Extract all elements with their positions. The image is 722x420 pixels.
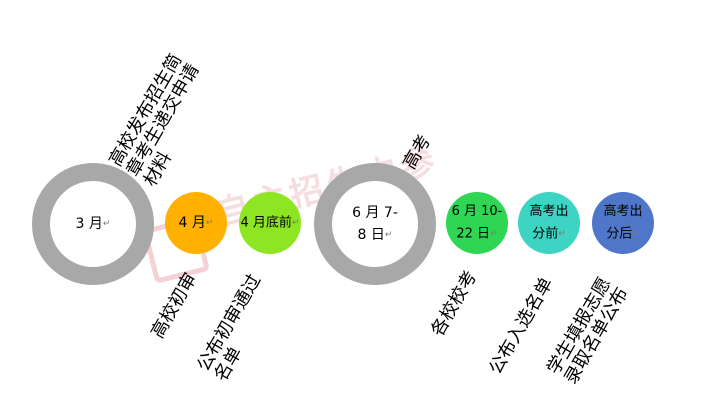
node-4-month-end: 4 月底前↵ [239, 192, 301, 254]
return-mark-icon: ↵ [102, 219, 111, 229]
label-below-school-exam: 各校校考 [427, 267, 482, 340]
node-6-month-10-22: 6 月 10- 22 日↵ [446, 192, 508, 254]
return-mark-icon: ↵ [490, 228, 498, 239]
node-label: 3 月 [75, 216, 103, 232]
node-after-score: 高考出 分后↵ [592, 192, 654, 254]
return-mark-icon: ↵ [384, 230, 393, 240]
label-above-brochure: 高校发布招生简 章考生递交申请 材料 [105, 50, 204, 190]
label-below-review-list: 公布初审通过 名单 [193, 270, 266, 385]
return-mark-icon: ↵ [205, 218, 214, 228]
node-3-month: 3 月↵ [32, 163, 154, 285]
label-below-application: 学生填报志愿 录取名单公布 [543, 273, 633, 388]
return-mark-icon: ↵ [558, 228, 566, 239]
node-label: 高考出 分后 [603, 203, 643, 242]
node-label: 6 月 10- 22 日 [451, 203, 503, 242]
node-label: 高考出 分前 [529, 203, 569, 242]
node-4-month: 4 月↵ [165, 192, 227, 254]
node-label: 6 月 7- 8 日 [352, 205, 398, 243]
return-mark-icon: ↵ [632, 228, 640, 239]
node-6-month-7-8: 6 月 7- 8 日↵ [314, 163, 436, 285]
return-mark-icon: ↵ [291, 217, 300, 228]
node-before-score: 高考出 分前↵ [518, 192, 580, 254]
node-label: 4 月 [178, 215, 206, 231]
node-label: 4 月底前 [240, 215, 292, 231]
